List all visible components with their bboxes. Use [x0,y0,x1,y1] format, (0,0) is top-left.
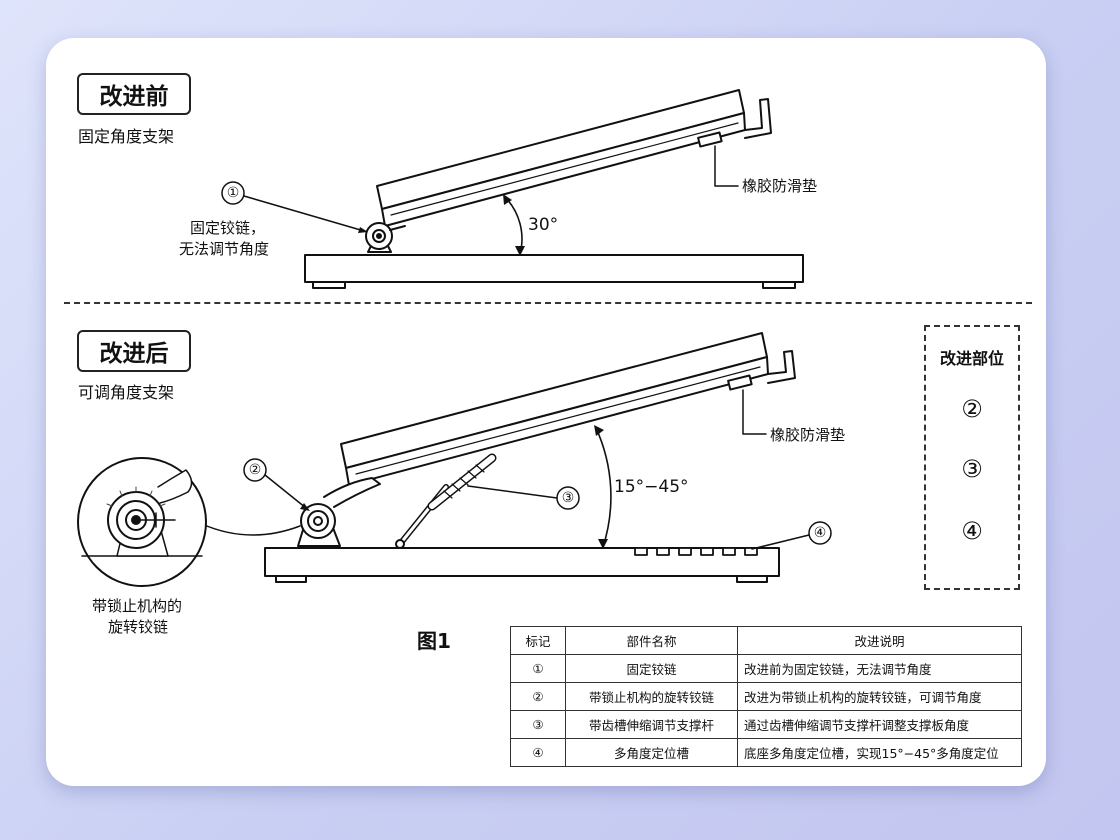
after-marker-3: ③ [561,490,575,506]
table-cell: 多角度定位槽 [565,738,738,767]
after-marker-4: ④ [813,525,827,541]
before-illustration [221,89,804,289]
after-angle-label: 15°−45° [614,477,689,497]
improvement-panel: 改进部位 ② ③ ④ [924,325,1020,590]
table-row: ② 带锁止机构的旋转铰链 改进为带锁止机构的旋转铰链，可调节角度 [510,682,1022,711]
table-header: 部件名称 [565,626,738,655]
table-cell: ② [510,682,566,711]
table-cell: 通过齿槽伸缩调节支撑杆调整支撑板角度 [737,710,1022,739]
after-marker-2: ② [248,462,262,478]
improvement-item: ② [961,395,983,423]
table-cell: ④ [510,738,566,767]
table-cell: 改进为带锁止机构的旋转铰链，可调节角度 [737,682,1022,711]
section-divider [64,302,1032,304]
before-subtitle: 固定角度支架 [78,127,175,146]
after-badge: 改进后 [77,330,191,372]
positioning-slots [634,547,758,556]
improvement-item: ③ [961,455,983,483]
before-badge: 改进前 [77,73,191,115]
table-cell: 带齿槽伸缩调节支撑杆 [565,710,738,739]
before-marker-1: ① [226,185,240,201]
table-cell: 带锁止机构的旋转铰链 [565,682,738,711]
table-cell: 改进前为固定铰链，无法调节角度 [737,654,1022,683]
zoom-label-line2: 旋转铰链 [108,618,169,636]
after-illustration [77,332,832,587]
fixed-hinge-label-line2: 无法调节角度 [179,240,270,258]
zoom-label-line1: 带锁止机构的 [92,597,183,615]
table-header: 改进说明 [737,626,1022,655]
table-row: ③ 带齿槽伸缩调节支撑杆 通过齿槽伸缩调节支撑杆调整支撑板角度 [510,710,1022,739]
table-cell: ① [510,654,566,683]
table-header-row: 标记 部件名称 改进说明 [510,626,1022,655]
improvement-item: ④ [961,517,983,545]
parts-legend-table: 标记 部件名称 改进说明 ① 固定铰链 改进前为固定铰链，无法调节角度 ② 带锁… [510,626,1022,767]
table-row: ④ 多角度定位槽 底座多角度定位槽，实现15°−45°多角度定位 [510,738,1022,767]
before-angle-label: 30° [528,215,559,235]
table-row: ① 固定铰链 改进前为固定铰链，无法调节角度 [510,654,1022,683]
table-header: 标记 [510,626,566,655]
after-pad-label: 橡胶防滑垫 [770,426,846,444]
table-cell: 固定铰链 [565,654,738,683]
fixed-hinge-label-line1: 固定铰链， [190,219,266,237]
figure-caption: 图1 [417,629,451,653]
after-subtitle: 可调角度支架 [78,383,175,402]
table-cell: 底座多角度定位槽，实现15°−45°多角度定位 [737,738,1022,767]
before-pad-label: 橡胶防滑垫 [742,177,818,195]
table-cell: ③ [510,710,566,739]
improvement-panel-title: 改进部位 [939,349,1004,368]
